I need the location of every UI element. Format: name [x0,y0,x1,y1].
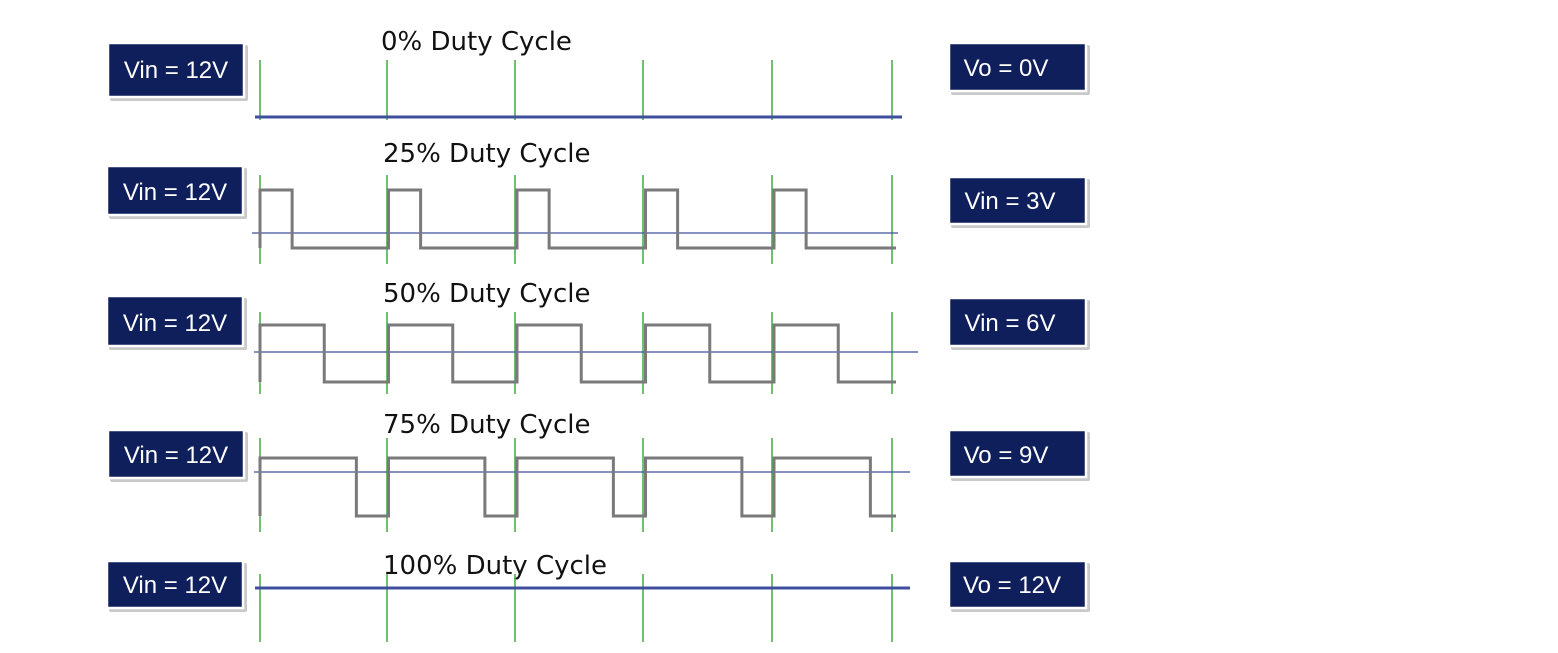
input-voltage-label: Vin = 12V [124,57,228,84]
input-voltage-label: Vin = 12V [124,442,228,469]
pwm-waveform [255,574,910,642]
row-title: 50% Duty Cycle [383,279,590,309]
input-voltage-box: Vin = 12V [105,164,247,219]
square-wave [258,456,896,518]
pwm-waveform [254,312,918,394]
row-title: 100% Duty Cycle [383,551,607,581]
input-voltage-label: Vin = 12V [123,572,227,599]
output-voltage-label: Vin = 3V [965,188,1056,215]
pwm-waveform [254,438,910,532]
square-wave [258,188,896,250]
input-voltage-box: Vin = 12V [106,41,248,101]
output-voltage-box: Vin = 3V [947,175,1090,228]
input-voltage-box: Vin = 12V [105,559,247,612]
row-2-duty-50: 50% Duty Cycle Vin = 12V Vin = 6V [105,279,1090,394]
pwm-waveform [252,175,898,264]
output-voltage-label: Vo = 12V [963,572,1061,599]
output-voltage-box: Vo = 0V [947,41,1090,95]
row-title: 25% Duty Cycle [383,139,590,169]
output-voltage-label: Vo = 0V [964,55,1049,82]
input-voltage-label: Vin = 12V [123,179,227,206]
output-voltage-box: Vo = 12V [947,559,1090,612]
row-1-duty-25: 25% Duty Cycle Vin = 12V Vin = 3V [105,139,1090,264]
row-3-duty-75: 75% Duty Cycle Vin = 12V Vo = 9V [106,410,1090,532]
input-voltage-box: Vin = 12V [106,428,248,482]
output-voltage-box: Vo = 9V [947,428,1090,481]
square-wave [258,323,896,384]
row-title: 75% Duty Cycle [383,410,590,440]
row-0-duty-0: 0% Duty Cycle Vin = 12V Vo = 0V [106,27,1090,120]
pwm-waveform [255,60,902,120]
output-voltage-label: Vin = 6V [965,310,1056,337]
input-voltage-label: Vin = 12V [123,310,227,337]
row-4-duty-100: 100% Duty Cycle Vin = 12V Vo = 12V [105,551,1090,642]
row-title: 0% Duty Cycle [381,27,572,57]
output-voltage-box: Vin = 6V [947,296,1090,350]
output-voltage-label: Vo = 9V [964,442,1049,469]
input-voltage-box: Vin = 12V [105,294,247,350]
